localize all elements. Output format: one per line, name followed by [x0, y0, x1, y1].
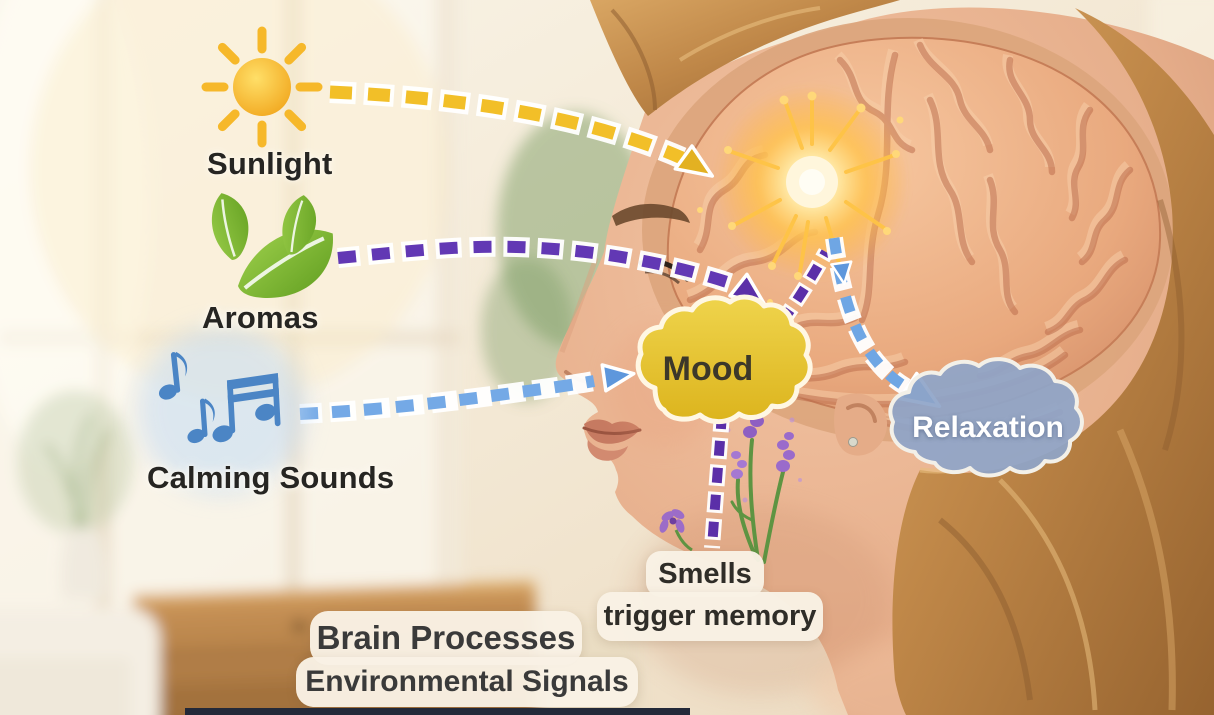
mood-to-smells-line: [704, 413, 730, 549]
aromas-label: Aromas: [202, 300, 319, 335]
relaxation-label: Relaxation: [912, 411, 1064, 444]
earring: [848, 437, 858, 447]
sunlight-arrow: [329, 81, 715, 178]
hair: [590, 0, 1214, 715]
brain-processes-pill: Brain Processes: [310, 611, 582, 665]
music-notes-icon: [138, 326, 306, 494]
smells-pill: Smells: [646, 551, 764, 597]
environmental-signals-pill: Environmental Signals: [296, 657, 638, 707]
ear: [834, 393, 888, 456]
relaxation-cloud: [888, 357, 1084, 478]
mood-label: Mood: [662, 350, 754, 388]
mood-cloud: [635, 294, 813, 425]
trigger-memory-pill: trigger memory: [597, 592, 823, 641]
sun-icon: [201, 26, 323, 148]
calming-sounds-label: Calming Sounds: [147, 460, 395, 495]
sounds-arrow: [299, 363, 636, 424]
sunlight-label: Sunlight: [207, 146, 333, 181]
eyebrow: [612, 203, 690, 226]
caption-bar: [185, 708, 690, 715]
lavender-sprig: [659, 390, 802, 564]
vase-plant: [17, 390, 133, 600]
small-flower: [659, 509, 693, 552]
